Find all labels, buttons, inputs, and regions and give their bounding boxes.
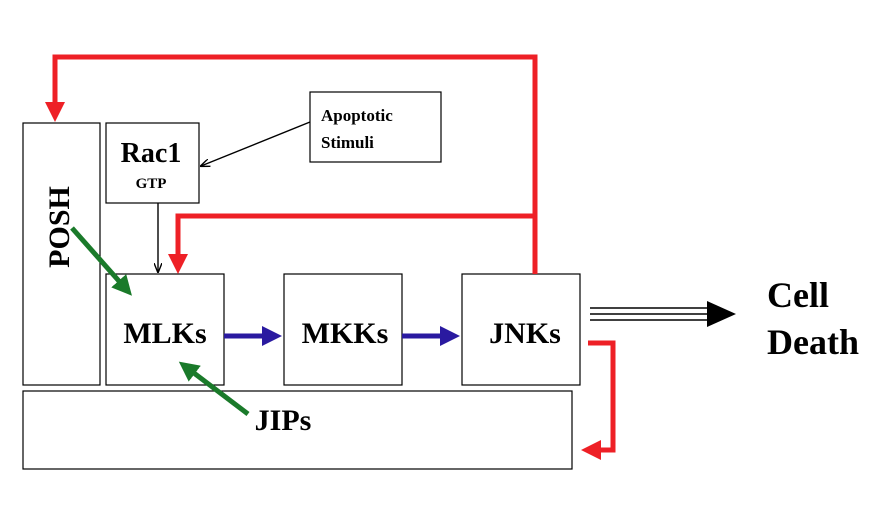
- feedback-arrow-jnks-to-posh: [45, 54, 538, 274]
- cell-death-label-line1: Cell: [767, 275, 829, 315]
- arrow-posh-to-mlks: [70, 226, 132, 296]
- arrow-apoptotic-to-rac1: [201, 121, 311, 166]
- arrow-jips-to-mlks: [178, 361, 250, 416]
- jips-label: JIPs: [255, 404, 312, 437]
- feedback-arrow-jnks-to-jips: [581, 340, 616, 460]
- mkks-box: [283, 273, 403, 386]
- mkks-label: MKKs: [302, 317, 389, 350]
- cell-death-label-line2: Death: [767, 322, 859, 362]
- apoptotic-stimuli-label-line2: Stimuli: [321, 133, 374, 152]
- jips-scaffold-box: [22, 390, 573, 470]
- jnks-box: [461, 273, 581, 386]
- jnks-label: JNKs: [489, 317, 561, 350]
- gtp-label: GTP: [136, 176, 167, 192]
- rac1-label: Rac1: [121, 138, 182, 169]
- arrow-jnks-to-cell-death: [590, 301, 736, 327]
- posh-label: POSH: [43, 186, 76, 268]
- feedback-arrow-jnks-to-mlks: [168, 213, 535, 274]
- rac1-box: [105, 122, 200, 204]
- posh-box: [22, 122, 101, 386]
- apoptotic-stimuli-label-line1: Apoptotic: [321, 106, 393, 125]
- mlks-label: MLKs: [123, 317, 206, 350]
- apoptotic-stimuli-box: [309, 91, 442, 163]
